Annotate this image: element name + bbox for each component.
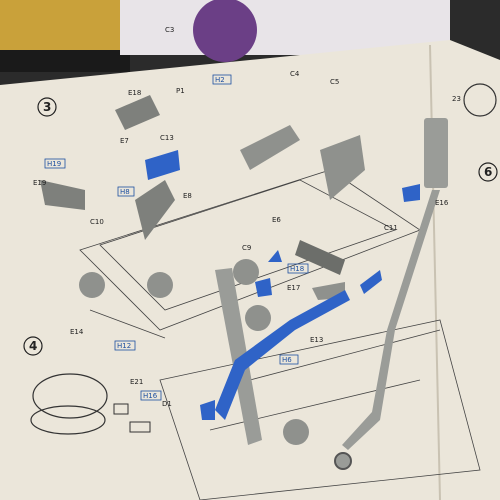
sheet-mark-23: 23 [452,95,461,103]
grey-parts [40,95,365,445]
reference-labels: H2 H8 H12 H16 H18 H19 H6 [44,74,309,401]
sheet-mark-c3: C3 [165,26,174,34]
line-art [30,83,497,435]
dark-strip [0,50,130,72]
part-label-e7: E7 [120,137,129,145]
ref-label-h16: H16 [143,392,158,400]
part-label-e16: E16 [435,199,449,207]
exhaust-pipe [334,118,448,470]
part-label-c9: C9 [242,244,251,252]
ref-label-h19: H19 [47,160,61,168]
step-4-label: 4 [29,339,37,353]
purple-seal [193,0,257,62]
part-label-c4: C4 [290,70,300,78]
ref-label-h8: H8 [120,188,130,196]
part-labels: C4 C5 C13 E13 E14 E16 E17 E18 E19 E6 E7 … [33,70,449,408]
step-4-circle [23,336,43,356]
part-label-e19: E19 [33,179,46,187]
ref-label-h12: H12 [117,342,131,350]
step-6-label: 6 [484,165,492,179]
ref-label-h18: H18 [290,265,304,273]
part-label-c10: C10 [90,218,104,226]
part-label-d1: D1 [162,400,172,408]
ref-label-h2: H2 [215,76,225,84]
step-6-circle [478,162,498,182]
part-label-e18: E18 [128,89,141,97]
part-label-e6: E6 [272,216,281,224]
part-label-e8: E8 [183,192,192,200]
part-label-e13: E13 [310,336,323,344]
blue-parts [145,150,420,420]
ref-label-h6: H6 [282,356,292,364]
part-label-c13: C13 [160,134,174,142]
part-label-e17: E17 [287,284,300,292]
part-label-p1: P1 [176,87,185,95]
step-3-label: 3 [43,100,51,114]
step-3-circle [37,97,57,117]
part-label-c11: C11 [384,224,398,232]
part-label-c5: C5 [330,78,339,86]
part-label-e21: E21 [130,378,143,386]
part-label-e14: E14 [70,328,84,336]
